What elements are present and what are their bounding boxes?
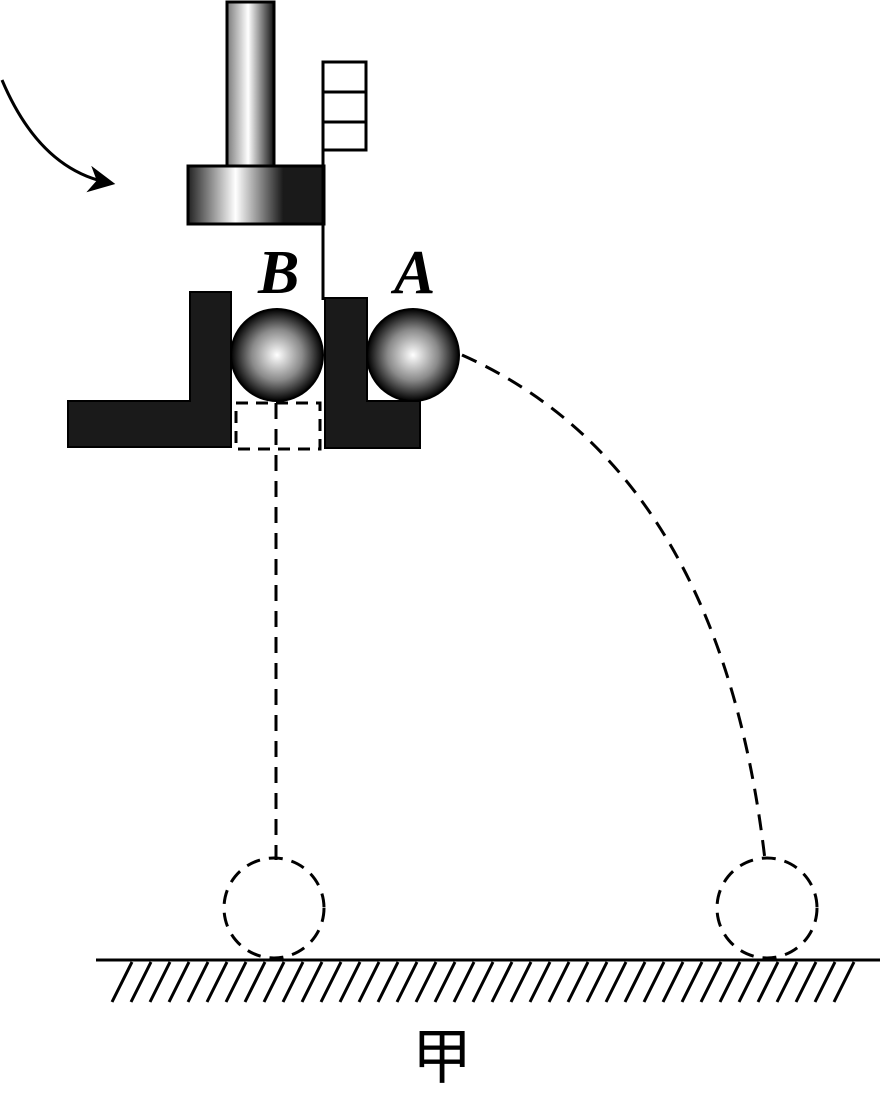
hatch-mark bbox=[338, 961, 362, 1003]
hatch-mark bbox=[623, 961, 647, 1003]
hatch-mark bbox=[319, 961, 343, 1003]
hatch-mark bbox=[129, 961, 153, 1003]
ball-b-label: B bbox=[258, 239, 300, 307]
ground-hatching bbox=[110, 961, 856, 1003]
hatch-mark bbox=[642, 961, 666, 1003]
hatch-mark bbox=[167, 961, 191, 1003]
hatch-mark bbox=[680, 961, 704, 1003]
hatch-mark bbox=[699, 961, 723, 1003]
hatch-mark bbox=[566, 961, 590, 1003]
ball-a-projectile-path bbox=[461, 353, 767, 861]
hatch-mark bbox=[490, 961, 514, 1003]
ball-b bbox=[230, 308, 324, 402]
figure-caption: 甲 bbox=[412, 1023, 472, 1093]
hatch-mark bbox=[110, 961, 134, 1003]
strip-segment-top bbox=[321, 60, 368, 94]
hatch-mark bbox=[661, 961, 685, 1003]
hatch-mark bbox=[205, 961, 229, 1003]
hatch-mark bbox=[281, 961, 305, 1003]
hatch-mark bbox=[604, 961, 628, 1003]
hammer-handle bbox=[225, 0, 276, 170]
hatch-mark bbox=[357, 961, 381, 1003]
hatch-mark bbox=[547, 961, 571, 1003]
hatch-mark bbox=[186, 961, 210, 1003]
hatch-mark bbox=[509, 961, 533, 1003]
hatch-mark bbox=[376, 961, 400, 1003]
ball-b-dashed-slot bbox=[234, 401, 322, 451]
hatch-mark bbox=[775, 961, 799, 1003]
ball-a bbox=[366, 308, 460, 402]
hatch-mark bbox=[585, 961, 609, 1003]
hatch-mark bbox=[813, 961, 837, 1003]
hatch-mark bbox=[832, 961, 856, 1003]
hatch-mark bbox=[224, 961, 248, 1003]
hatch-mark bbox=[395, 961, 419, 1003]
hatch-mark bbox=[718, 961, 742, 1003]
ball-a-label: A bbox=[394, 239, 436, 307]
hatch-mark bbox=[243, 961, 267, 1003]
left-support-block bbox=[67, 291, 232, 448]
hammer-head bbox=[186, 164, 326, 226]
hatch-mark bbox=[756, 961, 780, 1003]
hatch-mark bbox=[262, 961, 286, 1003]
strip-segment-mid bbox=[321, 90, 368, 124]
strip-segment-bottom bbox=[321, 120, 368, 152]
hatch-mark bbox=[414, 961, 438, 1003]
ball-b-landing-outline bbox=[222, 856, 326, 960]
hatch-mark bbox=[300, 961, 324, 1003]
hatch-mark bbox=[433, 961, 457, 1003]
hatch-mark bbox=[471, 961, 495, 1003]
hatch-mark bbox=[148, 961, 172, 1003]
strike-arrow bbox=[0, 79, 116, 193]
hatch-mark bbox=[528, 961, 552, 1003]
hatch-mark bbox=[794, 961, 818, 1003]
ball-a-landing-outline bbox=[715, 856, 819, 960]
hatch-mark bbox=[452, 961, 476, 1003]
hatch-mark bbox=[737, 961, 761, 1003]
